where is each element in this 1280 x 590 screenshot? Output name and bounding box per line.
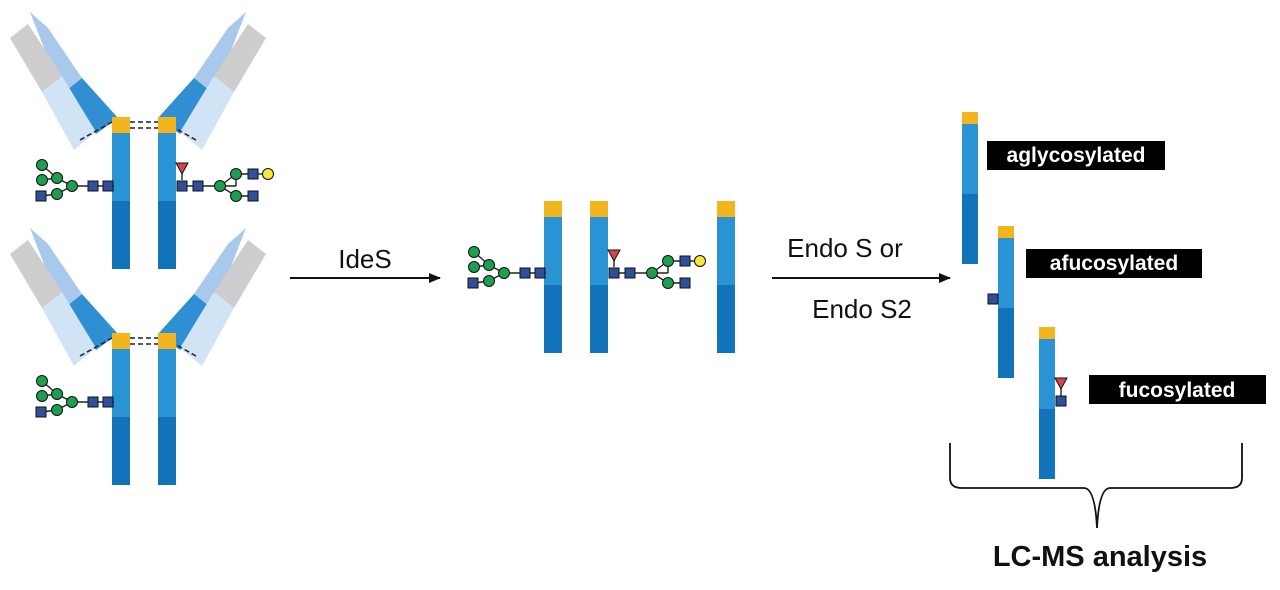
antibody-top [9, 11, 275, 269]
tag-background [1026, 249, 1202, 278]
endo-step: Endo S or Endo S2 [772, 233, 951, 324]
product-aglycosylated: aglycosylated [962, 112, 1165, 264]
glycan-afucosylated-icon [35, 158, 115, 202]
glycan-afucosylated-icon [35, 374, 115, 418]
glcnac-icon [1055, 395, 1067, 407]
fucose-icon [1054, 377, 1068, 391]
ides-step: IdeS [290, 244, 441, 283]
product-fucosylated: fucosylated [1039, 327, 1266, 479]
curly-brace [949, 443, 1243, 529]
glycan-afucosylated-icon [467, 245, 547, 289]
antibody-bottom [9, 227, 267, 485]
tag-aglycosylated: aglycosylated [1007, 144, 1146, 167]
endo-label-line2: Endo S2 [812, 294, 912, 324]
glycan-fucosylated-icon [175, 162, 275, 203]
fc-fragments [467, 201, 735, 353]
tag-fucosylated: fucosylated [1119, 379, 1236, 402]
lcms-analysis-label: LC-MS analysis [993, 541, 1207, 573]
tag-background [987, 141, 1165, 170]
glcnac-icon [987, 293, 999, 305]
tag-afucosylated: afucosylated [1050, 252, 1178, 275]
endo-label-line1: Endo S or [787, 233, 903, 263]
glycan-fucosylated-icon [607, 249, 707, 290]
product-afucosylated: afucosylated [987, 226, 1202, 378]
tag-background [1089, 375, 1266, 404]
ides-label: IdeS [338, 244, 392, 274]
